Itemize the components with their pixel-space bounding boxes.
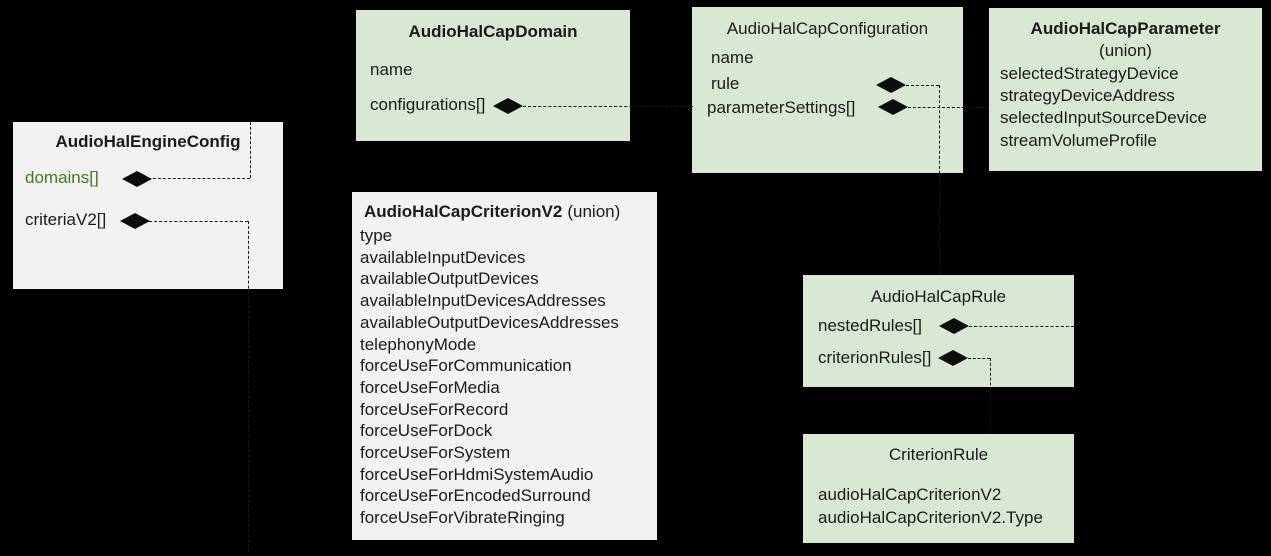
field-nestedrules: nestedRules[] <box>818 316 922 335</box>
connector-nestedrules-line <box>969 326 1074 327</box>
field-forceuseforhdmisystemaudio: forceUseForHdmiSystemAudio <box>360 464 594 484</box>
field-telephonymode: telephonyMode <box>360 334 477 354</box>
composition-diamond-icon <box>878 99 908 115</box>
field-forceuseforcommunication: forceUseForCommunication <box>360 356 572 376</box>
field-forceuseforrecord: forceUseForRecord <box>360 399 509 419</box>
field-name: name <box>711 48 754 67</box>
field-strategydeviceaddress: strategyDeviceAddress <box>1000 86 1175 105</box>
field-forceuseformedia: forceUseForMedia <box>360 377 500 397</box>
class-box-audiohalcaprule: AudioHalCapRule nestedRules[] criterionR… <box>803 275 1074 387</box>
field-type: type <box>360 226 393 245</box>
field-availableinputdevices: availableInputDevices <box>360 247 526 267</box>
class-title-audiohalengineconfig: AudioHalEngineConfig <box>55 132 241 151</box>
field-audiohalcapcriterionv2-type: audioHalCapCriterionV2.Type <box>818 508 1043 527</box>
connector-parametersettings-line <box>908 107 989 108</box>
class-title-audiohalcapcriterionv2: AudioHalCapCriterionV2(union) <box>364 203 620 221</box>
class-subtitle-union: (union) <box>1099 41 1152 60</box>
composition-diamond-icon <box>939 318 969 334</box>
field-criteriav2: criteriaV2[] <box>25 210 107 229</box>
field-streamvolumeprofile: streamVolumeProfile <box>1000 131 1157 150</box>
class-box-audiohalcapconfiguration: AudioHalCapConfiguration name rule param… <box>692 7 963 173</box>
class-title-audiohalcaprule: AudioHalCapRule <box>870 287 1007 306</box>
connector-domains-line <box>250 122 251 178</box>
class-title-audiohalcapconfiguration: AudioHalCapConfiguration <box>726 19 929 38</box>
class-box-audiohalcapparameter: AudioHalCapParameter (union) selectedStr… <box>989 8 1262 171</box>
connector-criterionrules-line <box>968 358 990 359</box>
field-configurations: configurations[] <box>370 95 486 114</box>
criterionv2-field-list: type availableInputDevices availableOutp… <box>360 225 619 529</box>
class-box-criterionrule: CriterionRule audioHalCapCriterionV2 aud… <box>803 434 1074 543</box>
class-title-text: AudioHalCapCriterionV2 <box>364 202 563 221</box>
composition-diamond-icon <box>120 213 150 229</box>
field-rule: rule <box>711 74 740 93</box>
class-title-audiohalcapparameter: AudioHalCapParameter <box>1030 19 1221 38</box>
field-selectedinputsourcedevice: selectedInputSourceDevice <box>1000 108 1207 127</box>
connector-rule-line <box>906 85 939 86</box>
composition-diamond-icon <box>493 98 523 114</box>
composition-diamond-icon <box>938 350 968 366</box>
class-box-audiohalengineconfig: AudioHalEngineConfig domains[] criteriaV… <box>13 122 283 289</box>
field-forceusefordock: forceUseForDock <box>360 421 493 441</box>
class-box-audiohalcapcriterionv2: AudioHalCapCriterionV2(union) type avail… <box>352 192 657 540</box>
field-forceuseforvibrateringing: forceUseForVibrateRinging <box>360 508 565 528</box>
field-selectedstrategydevice: selectedStrategyDevice <box>1000 64 1179 83</box>
field-availableoutputdevicesaddresses: availableOutputDevicesAddresses <box>360 312 619 332</box>
field-criterionrules: criterionRules[] <box>818 348 932 367</box>
connector-domains-line <box>148 178 250 179</box>
class-title-criterionrule: CriterionRule <box>888 445 989 464</box>
composition-diamond-icon <box>122 171 152 187</box>
field-parametersettings: parameterSettings[] <box>707 98 856 117</box>
field-domains: domains[] <box>25 168 99 187</box>
connector-configurations-line <box>523 106 693 107</box>
connector-criteriav2-line <box>248 221 249 552</box>
class-title-union-suffix: (union) <box>567 202 621 221</box>
field-availableoutputdevices: availableOutputDevices <box>360 269 539 289</box>
class-title-audiohalcapdomain: AudioHalCapDomain <box>408 22 578 41</box>
field-audiohalcapcriterionv2: audioHalCapCriterionV2 <box>818 485 1002 504</box>
class-box-audiohalcapdomain: AudioHalCapDomain name configurations[] <box>356 10 630 141</box>
connector-criterionrules-line <box>990 358 991 434</box>
field-name: name <box>370 60 413 79</box>
connector-rule-line <box>939 85 940 275</box>
field-forceuseforencodedsurround: forceUseForEncodedSurround <box>360 486 591 506</box>
composition-diamond-icon <box>876 77 906 93</box>
field-availableinputdevicesaddresses: availableInputDevicesAddresses <box>360 291 606 311</box>
connector-criteriav2-line <box>149 221 248 222</box>
field-forceuseforsystem: forceUseForSystem <box>360 443 511 463</box>
